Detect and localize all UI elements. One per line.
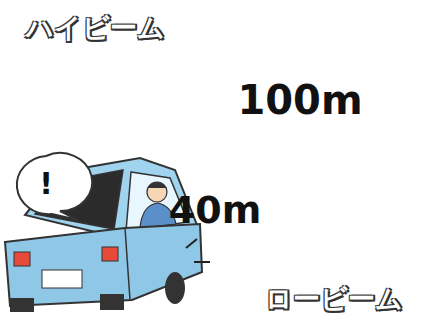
- high-beam-area: 100m: [100, 30, 430, 245]
- low-beam-area: 40m: [95, 140, 355, 285]
- callout-label: ハイビーム: [26, 10, 165, 46]
- distance-text: !: [39, 169, 53, 199]
- high-beam-area-outline: [100, 30, 430, 245]
- callout-label: ロービーム: [265, 281, 403, 317]
- distance-text: 100m: [237, 80, 362, 120]
- speech-bubble: !: [12, 152, 84, 222]
- distance-text: 40m: [169, 191, 261, 229]
